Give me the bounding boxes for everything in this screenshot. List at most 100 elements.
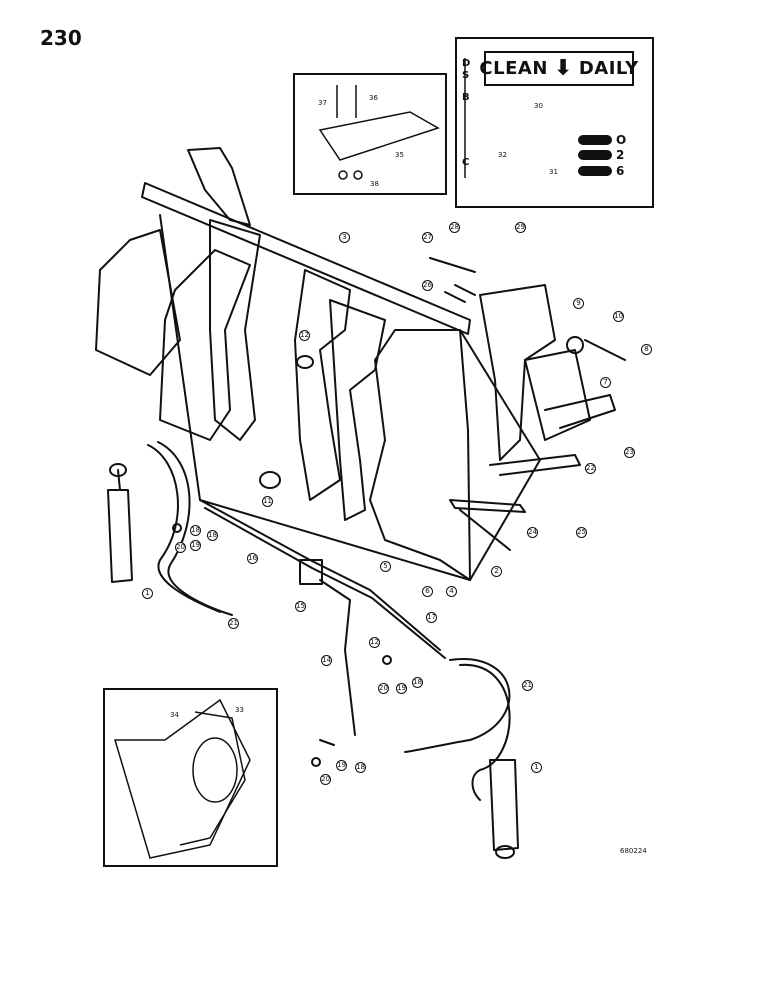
edge-blade-line [459, 509, 511, 551]
decal-detail-inset [455, 37, 654, 208]
bushing [259, 471, 281, 489]
callout-4: 4 [446, 586, 457, 597]
pin [429, 257, 476, 273]
upper-pivot-hanger [187, 147, 251, 226]
callout-26: 26 [422, 280, 433, 291]
callout-21b: 21 [522, 680, 533, 691]
clamp [319, 739, 335, 746]
mounting-bracket-2 [294, 269, 351, 501]
callout-30: 30 [534, 102, 543, 110]
callout-36: 36 [369, 94, 378, 102]
callout-9: 9 [573, 298, 584, 309]
callout-38: 38 [370, 180, 379, 188]
callout-23: 23 [624, 447, 635, 458]
left-cylinder-body [107, 489, 133, 583]
edge-piece [449, 499, 526, 513]
callout-15: 15 [295, 601, 306, 612]
callout-17: 17 [426, 612, 437, 623]
page-number: 230 [40, 26, 82, 50]
left-end-plate [95, 229, 181, 376]
callout-34: 34 [170, 711, 179, 719]
seal-detail-inset [103, 688, 278, 867]
callout-12: 12 [299, 330, 310, 341]
callout-28: 28 [449, 222, 460, 233]
callout-19c: 19 [336, 760, 347, 771]
callout-22: 22 [585, 463, 596, 474]
callout-29: 29 [515, 222, 526, 233]
cutting-edge [489, 454, 581, 476]
tag-label-o: O [616, 133, 627, 147]
callout-31: 31 [549, 168, 558, 176]
tag-label-2: 2 [616, 148, 625, 162]
right-end-plate [479, 284, 556, 461]
callout-5: 5 [380, 561, 391, 572]
callout-37: 37 [318, 99, 327, 107]
mounting-bracket-1 [159, 249, 251, 441]
left-hose-2 [157, 441, 233, 616]
callout-6: 6 [422, 586, 433, 597]
callout-10: 10 [613, 311, 624, 322]
callout-8: 8 [641, 344, 652, 355]
right-hose-2 [459, 663, 511, 801]
washer [566, 336, 584, 354]
callout-21a: 21 [228, 618, 239, 629]
callout-35: 35 [395, 151, 404, 159]
callout-11: 11 [262, 496, 273, 507]
callout-7: 7 [600, 377, 611, 388]
hardware-detail-inset [293, 73, 447, 195]
callout-32: 32 [498, 151, 507, 159]
bushing-2 [296, 355, 314, 369]
mounting-bracket-4 [369, 329, 471, 581]
callout-19b: 19 [396, 683, 407, 694]
fitting-20c [311, 757, 321, 767]
right-cylinder-eye [495, 845, 515, 859]
callout-20a: 20 [175, 542, 186, 553]
wear-strip [544, 394, 616, 429]
callout-2: 2 [491, 566, 502, 577]
strip-label-c: C [462, 157, 470, 168]
callout-18b: 18 [207, 530, 218, 541]
callout-25: 25 [576, 527, 587, 538]
decal-banner-right: DAILY [578, 58, 639, 79]
bracket-rib-1 [209, 219, 261, 441]
spacers [444, 284, 476, 303]
right-side-gusset [524, 349, 591, 441]
strip-label-b: B [462, 92, 470, 103]
callout-24: 24 [527, 527, 538, 538]
arrow-down-icon: ⬇ [553, 55, 573, 81]
strip-label-s: S [462, 70, 470, 81]
left-cylinder-eye [109, 463, 127, 477]
callout-18a: 18 [190, 525, 201, 536]
callout-19a: 19 [190, 540, 201, 551]
left-cylinder-rod [117, 469, 121, 491]
callout-16: 16 [247, 553, 258, 564]
mounting-bracket-3 [329, 299, 386, 521]
callout-33: 33 [235, 706, 244, 714]
callout-1a: 1 [142, 588, 153, 599]
callout-14: 14 [321, 655, 332, 666]
callout-27: 27 [422, 232, 433, 243]
strip-label-d: D [462, 58, 471, 69]
bucket-top-rail [141, 182, 471, 335]
callout-13: 12 [369, 637, 380, 648]
valve-block [299, 559, 323, 585]
tube-17b [204, 507, 446, 659]
tube-17 [199, 499, 441, 651]
callout-18d: 18 [355, 762, 366, 773]
left-hose-1 [147, 444, 221, 613]
tube-14 [319, 579, 356, 736]
bolt [584, 339, 626, 361]
callout-3: 3 [339, 232, 350, 243]
decal-banner-left: CLEAN [479, 58, 548, 79]
callout-1b: 1 [531, 762, 542, 773]
callout-18c: 18 [412, 677, 423, 688]
right-cylinder-body [489, 759, 519, 851]
fitting-20b [382, 655, 392, 665]
tag-label-6: 6 [616, 164, 625, 178]
drawing-id: 680224 [620, 847, 647, 855]
right-hose-1 [404, 658, 511, 753]
fitting-20 [172, 523, 182, 533]
callout-20b: 20 [378, 683, 389, 694]
clean-daily-decal: CLEAN ⬇ DAILY [479, 51, 638, 86]
